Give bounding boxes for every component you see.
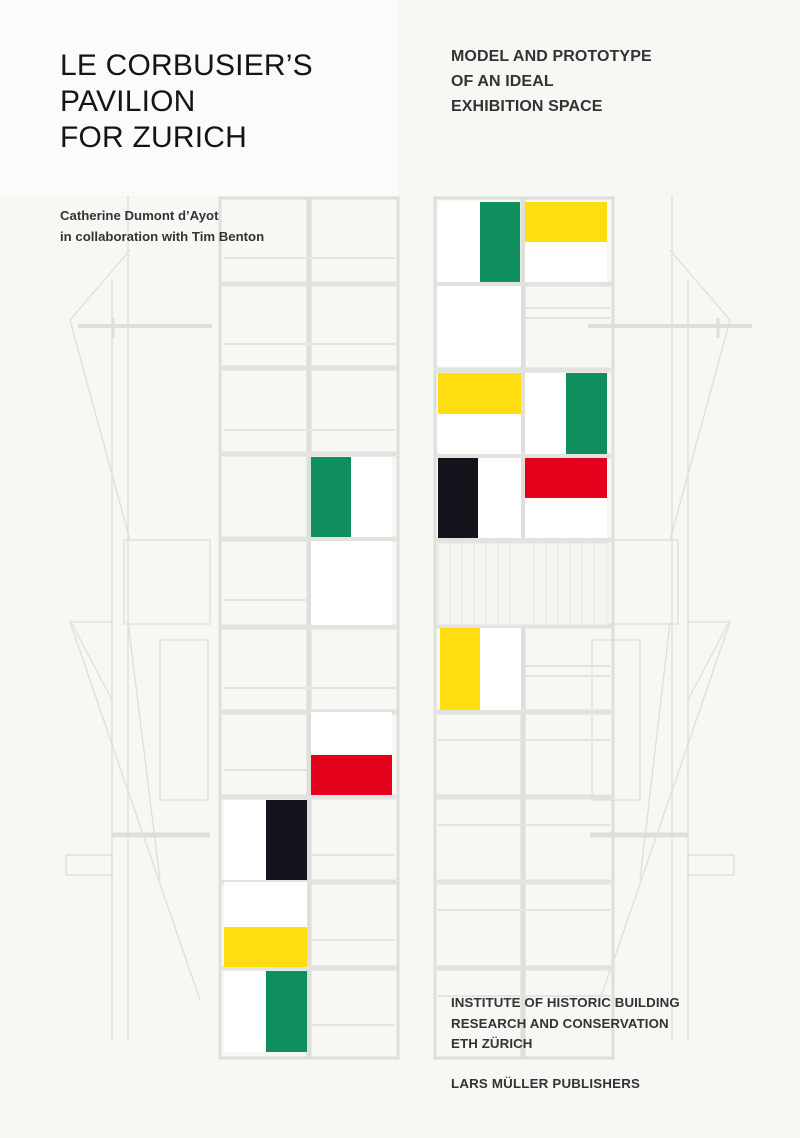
right-green-2-block xyxy=(566,373,607,454)
author-line: in collaboration with Tim Benton xyxy=(60,229,265,244)
book-subtitle: MODEL AND PROTOTYPE OF AN IDEAL EXHIBITI… xyxy=(451,44,652,119)
right-yellow-2-block xyxy=(438,373,521,414)
right-yellow-1-block xyxy=(525,202,607,242)
author-line: Catherine Dumont d’Ayot xyxy=(60,208,219,223)
white-panel xyxy=(478,458,521,538)
left-red-1-block xyxy=(311,755,392,795)
white-panel xyxy=(438,202,480,282)
white-panel xyxy=(351,457,392,537)
left-green-1-block xyxy=(311,457,351,537)
white-panel xyxy=(311,541,392,625)
title-panel xyxy=(0,0,398,196)
subtitle-line: OF AN IDEAL xyxy=(451,73,554,90)
publisher: LARS MÜLLER PUBLISHERS xyxy=(451,1076,641,1091)
book-title: LE CORBUSIER’S PAVILION FOR ZURICH xyxy=(60,48,313,156)
right-yellow-3-block xyxy=(440,628,480,710)
institute-line: RESEARCH AND CONSERVATION xyxy=(451,1015,669,1031)
white-panel xyxy=(311,712,392,755)
white-panel xyxy=(438,414,521,454)
right-black-1-block xyxy=(438,458,478,538)
subtitle-line: EXHIBITION SPACE xyxy=(451,98,603,115)
white-panel xyxy=(525,498,607,538)
title-line: PAVILION xyxy=(60,85,196,118)
left-black-1-block xyxy=(266,800,307,880)
left-yellow-1-block xyxy=(224,927,307,967)
institute: INSTITUTE OF HISTORIC BUILDING RESEARCH … xyxy=(451,993,680,1055)
white-panel xyxy=(525,242,607,282)
institute-line: INSTITUTE OF HISTORIC BUILDING xyxy=(451,995,680,1010)
white-panel xyxy=(224,971,266,1052)
right-red-1-block xyxy=(525,458,607,498)
left-green-2-block xyxy=(266,971,307,1052)
white-panel xyxy=(525,373,566,454)
white-panel xyxy=(224,800,266,880)
white-panel xyxy=(224,882,307,927)
white-panel xyxy=(438,286,521,366)
title-line: LE CORBUSIER’S xyxy=(60,49,313,82)
title-line: FOR ZURICH xyxy=(60,121,247,154)
right-green-1-block xyxy=(480,202,520,282)
authors: Catherine Dumont d’Ayot in collaboration… xyxy=(60,205,264,247)
subtitle-line: MODEL AND PROTOTYPE xyxy=(451,48,652,65)
white-panel xyxy=(480,628,521,710)
institute-line: ETH ZÜRICH xyxy=(451,1036,533,1051)
